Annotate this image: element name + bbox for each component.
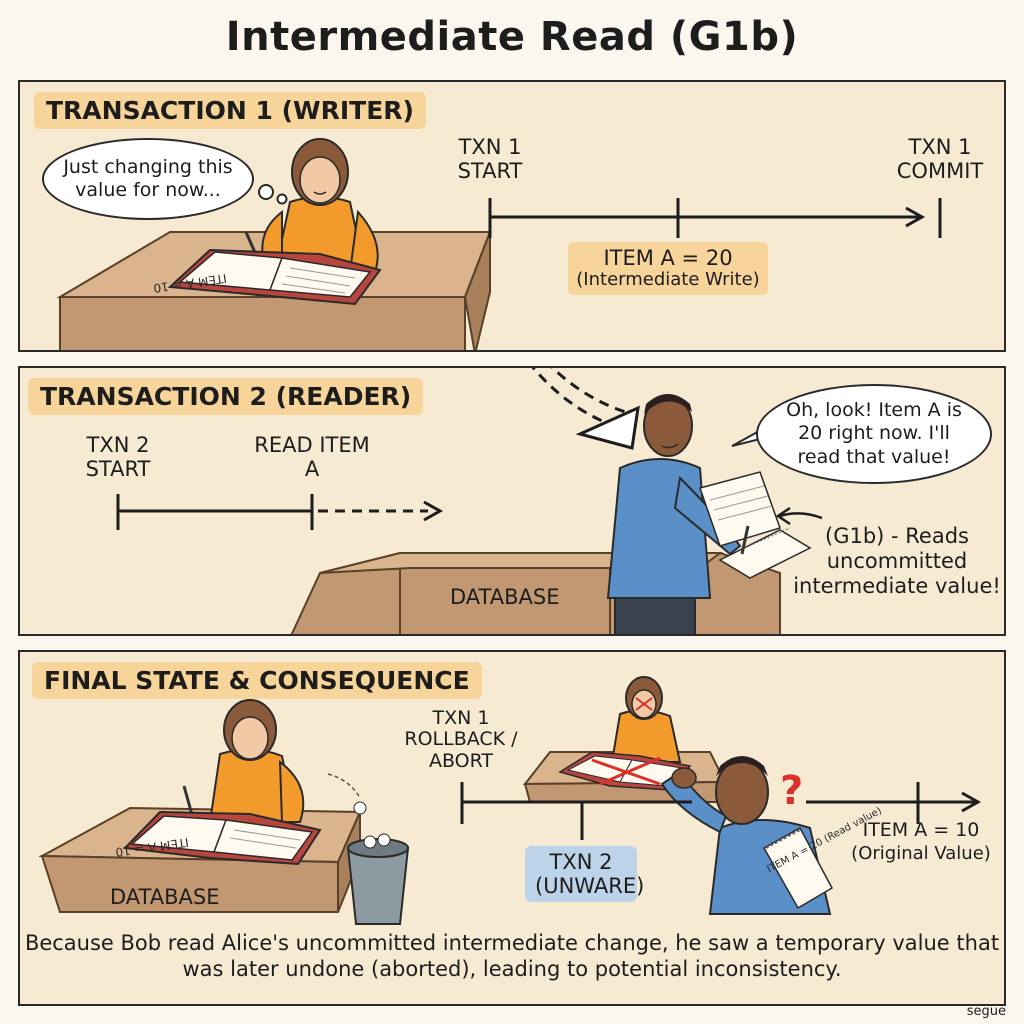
database-label-final: DATABASE [110, 885, 220, 909]
write-value: ITEM A = 20 [603, 246, 733, 270]
txn1-commit-label: TXN 1 COMMIT [896, 135, 984, 183]
read-item-label: READ ITEM A [254, 433, 370, 481]
txn2-start-label: TXN 2 START [85, 433, 151, 481]
reader-notepad [718, 525, 812, 579]
txn1-timeline [488, 198, 942, 238]
writer-thought-bubble: Just changing this value for now... [42, 138, 254, 220]
txn2-timeline [116, 494, 444, 530]
thought-tail-large [258, 184, 274, 200]
rollback-label: TXN 1 ROLLBACK / ABORT [404, 707, 518, 772]
txn1-start-label: TXN 1 START [457, 135, 523, 183]
txn2-unaware-box: TXN 2 (UNWARE) [525, 846, 644, 903]
rollback-book [122, 810, 322, 866]
panel-2-heading: TRANSACTION 2 (READER) [28, 378, 424, 415]
g1b-annotation: (G1b) - Reads uncommitted intermediate v… [793, 524, 1001, 599]
read-flow-arrow-head [575, 405, 640, 450]
panel-3-illustration: ITEM A = 10 [38, 676, 982, 925]
question-mark: ? [780, 768, 803, 814]
final-timeline [460, 782, 982, 840]
read-flow-arrow [531, 368, 621, 430]
panel-1-heading: TRANSACTION 1 (WRITER) [34, 92, 426, 129]
intermediate-write-box: ITEM A = 20 (Intermediate Write) [568, 242, 768, 295]
panel-transaction-2: TRANSACTION 2 (READER) TXN 2 START READ … [18, 366, 1006, 636]
write-note: (Intermediate Write) [576, 269, 760, 291]
annotation-arrow [779, 512, 823, 520]
panel-2-illustration [116, 368, 823, 634]
item-final-value: ITEM A = 10 [862, 819, 980, 841]
reader-speech-bubble: Oh, look! Item A is 20 right now. I'll r… [756, 384, 992, 484]
reader-speech-text: Oh, look! Item A is 20 right now. I'll r… [786, 399, 962, 468]
panel-1-illustration: ITEM A = 10 [56, 138, 942, 350]
writer-woman-figure-final [182, 699, 305, 823]
panel-3-heading: FINAL STATE & CONSEQUENCE [32, 662, 482, 699]
database-label: DATABASE [450, 585, 560, 609]
reader-paper [699, 471, 781, 547]
panel-transaction-1: ITEM A = 10 TRANSACTION 1 (WRITER) Just … [18, 80, 1006, 352]
item-final-note: (Original Value) [851, 843, 991, 864]
page-title: Intermediate Read (G1b) [225, 14, 799, 60]
bob-notepad [762, 826, 834, 910]
panel-final-state: ITEM A = 10 [18, 650, 1006, 1006]
credit-text: segue [966, 1004, 1006, 1019]
writer-book [167, 248, 382, 306]
thought-tail-small [276, 193, 288, 205]
trash-can [327, 773, 410, 925]
rollback-scene [522, 676, 727, 803]
writer-thought-text: Just changing this value for now... [63, 155, 233, 201]
consequence-caption: Because Bob read Alice's uncommitted int… [24, 931, 1000, 982]
